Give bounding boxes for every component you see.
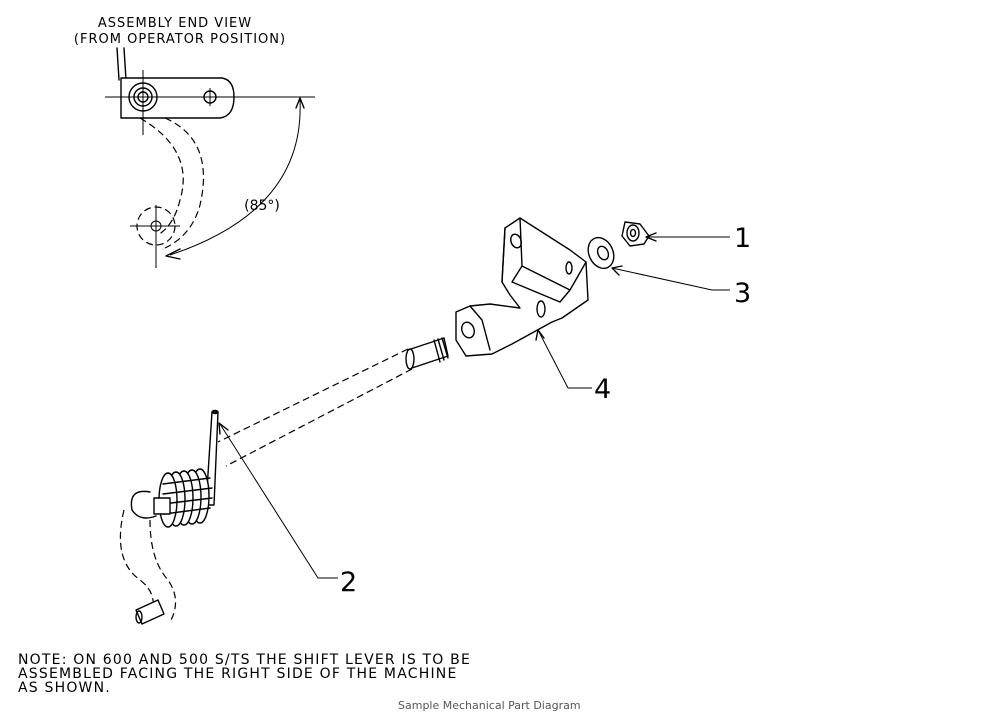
callouts: 1 3 4 2 [218, 223, 751, 598]
nut-part [621, 221, 650, 247]
washer-part [587, 236, 615, 270]
end-view-title: ASSEMBLY END VIEW [98, 16, 252, 31]
bracket-part [455, 217, 589, 357]
callout-1: 1 [734, 223, 751, 254]
end-view-subtitle: (FROM OPERATOR POSITION) [74, 32, 286, 47]
note-line-1: NOTE: ON 600 AND 500 S/TS THE SHIFT LEVE… [18, 652, 472, 668]
shift-lever-assembly [119, 337, 449, 625]
note-line-2: ASSEMBLED FACING THE RIGHT SIDE OF THE M… [18, 666, 458, 682]
assembly-note: NOTE: ON 600 AND 500 S/TS THE SHIFT LEVE… [18, 653, 471, 695]
callout-2: 2 [340, 567, 357, 598]
note-line-3: AS SHOWN. [18, 680, 111, 696]
assembly-end-view: ASSEMBLY END VIEW (FROM OPERATOR POSITIO… [74, 16, 315, 268]
callout-3: 3 [734, 278, 751, 309]
angle-label: (85°) [244, 198, 280, 214]
callout-4: 4 [594, 374, 611, 405]
